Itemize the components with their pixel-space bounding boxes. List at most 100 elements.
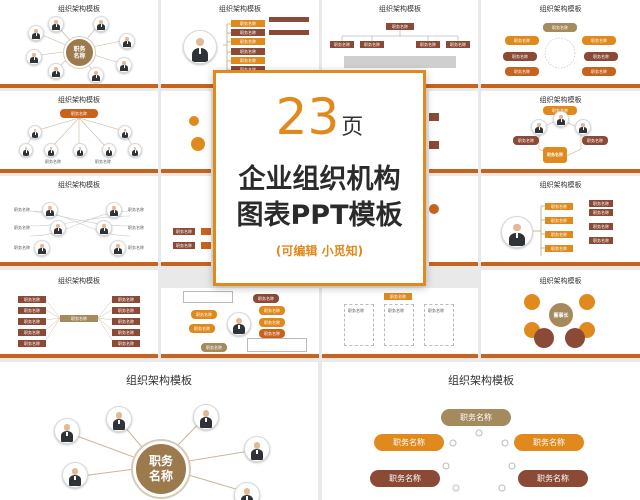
- role-box: 职务名称: [112, 340, 140, 347]
- role-box: 职务名称: [330, 41, 354, 48]
- role-box: 职务名称: [589, 223, 613, 230]
- role-pill: 职务名称: [513, 136, 539, 145]
- person-avatar: [553, 111, 569, 127]
- person-avatar: [116, 57, 132, 73]
- role-box: 职务名称: [112, 296, 140, 303]
- person-avatar: [54, 418, 80, 444]
- slide-accent-bar: [161, 262, 211, 266]
- dotted-ring: [442, 429, 516, 492]
- person-avatar: [531, 119, 547, 135]
- person-avatar: [93, 16, 109, 32]
- role-box: 职务名称: [386, 23, 414, 30]
- person-avatar: [48, 16, 64, 32]
- role-box: 职务名称: [416, 41, 440, 48]
- role-box: 职务名称: [231, 38, 265, 45]
- role-node: [429, 204, 439, 214]
- slide-accent-bar: [161, 354, 319, 358]
- role-pill: 职务名称: [259, 329, 285, 338]
- role-pill: 职务名称: [441, 409, 511, 426]
- page-count-unit: 页: [341, 115, 364, 140]
- person-avatar: [88, 67, 104, 83]
- role-box: 职务名称: [231, 20, 265, 27]
- person-avatar: [106, 406, 132, 432]
- role-box: 职务名称: [545, 245, 573, 252]
- role-pill: 职务名称: [582, 36, 616, 45]
- slide-accent-bar: [429, 169, 478, 173]
- slide-thumb-8[interactable]: 组织架构模板 职务名称 职务名称 职务名称 职务名称: [481, 91, 640, 173]
- slide-thumb-7[interactable]: [429, 91, 478, 173]
- slide-thumb-12[interactable]: 组织架构模板 职务名称 职务名称 职务名称 职务名称 职务名称 职务名称 职务名…: [481, 176, 640, 266]
- slide-accent-bar: [481, 354, 640, 358]
- slide-title: 组织架构模板: [219, 5, 261, 13]
- role-bar: [269, 17, 309, 22]
- role-box: 职务名称: [360, 41, 384, 48]
- slide-title: 组织架构模板: [539, 277, 582, 285]
- role-box: 职务名称: [231, 57, 265, 64]
- person-avatar: [50, 220, 66, 236]
- role-bar: [269, 30, 309, 35]
- cover-title-line2: 图表PPT模板: [236, 200, 403, 231]
- slide-title: 组织架构模板: [539, 5, 582, 13]
- slide-thumb-18[interactable]: 组织架构模板 职务名称 职务名称 职务名称 职务名称 职务名称: [322, 362, 640, 500]
- slide-thumb-16[interactable]: 组织架构模板 董事长: [481, 270, 640, 358]
- connector-lines: [45, 299, 113, 341]
- slide-accent-bar: [0, 262, 158, 266]
- cover-subtitle: (可编辑 小觅知): [275, 244, 364, 258]
- slide-thumb-17[interactable]: 组织架构模板 职务名称: [0, 362, 318, 500]
- person-avatar: [575, 119, 591, 135]
- role-caption: 职务名称: [348, 308, 364, 313]
- person-avatar: [26, 49, 42, 65]
- role-caption: 职务名称: [95, 159, 111, 164]
- connector-lines: [24, 117, 135, 150]
- slide-thumb-15[interactable]: 职务名称 职务名称 职务名称 职务名称: [322, 288, 478, 358]
- slide-thumb-11[interactable]: [429, 176, 478, 266]
- slide-thumb-4[interactable]: 组织架构模板 职务名称 职务名称 职务名称 职务名称 职务名称 职务名称 职务名…: [481, 0, 640, 88]
- connector-lines: [29, 210, 131, 237]
- role-box: 职务名称: [589, 237, 613, 244]
- person-avatar: [110, 240, 126, 256]
- role-node: [191, 137, 205, 151]
- slide-title: 组织架构模板: [539, 181, 582, 189]
- slide-thumb-5[interactable]: 组织架构模板 职务名称 职务名称 职务名称: [0, 91, 158, 173]
- slide-thumb-9[interactable]: 组织架构模板 职务名称 职务名称 职务名称 职务名称 职务名称 职务名称: [0, 176, 158, 266]
- role-node: [534, 328, 554, 348]
- slide-thumb-6[interactable]: [161, 91, 211, 173]
- connector-lines: [341, 30, 459, 41]
- role-box: 职务名称: [18, 296, 46, 303]
- slide-title: 组织架构模板: [539, 96, 582, 104]
- role-node: [524, 294, 540, 310]
- slide-thumb-10[interactable]: 职务名称 职务名称: [161, 176, 211, 266]
- person-avatar: [244, 436, 270, 462]
- role-caption: 职务名称: [45, 159, 61, 164]
- role-bar: [429, 141, 439, 149]
- slide-thumb-13[interactable]: 组织架构模板 职务名称 职务名称 职务名称 职务名称 职务名称 职务名称 职务名…: [0, 270, 158, 358]
- role-box: 职务名称: [18, 329, 46, 336]
- slide-accent-bar: [481, 262, 640, 266]
- page-count: 23页: [216, 87, 423, 158]
- person-avatar: [42, 202, 58, 218]
- center-role-node: 职务名称: [133, 441, 189, 497]
- role-caption: 职务名称: [14, 207, 30, 212]
- person-avatar: [106, 202, 122, 218]
- role-box: 职务名称: [18, 318, 46, 325]
- person-avatar: [62, 462, 88, 488]
- note-box: [183, 291, 233, 303]
- role-box: [201, 242, 211, 249]
- slide-thumb-1[interactable]: 组织架构模板 职务名称: [0, 0, 158, 88]
- person-avatar: [73, 143, 87, 157]
- person-avatar: [183, 30, 217, 64]
- role-box: 职务名称: [112, 329, 140, 336]
- slide-title: 组织架构模板: [448, 374, 514, 387]
- role-pill: 职务名称: [584, 52, 618, 61]
- cover-card: 23页 企业组织机构 图表PPT模板 (可编辑 小觅知): [213, 70, 426, 286]
- slide-thumb-14[interactable]: 职务名称 职务名称 职务名称 职务名称 职务名称 职务名称 职务名称: [161, 288, 319, 358]
- center-role-node: 职务名称: [543, 147, 567, 163]
- slide-accent-bar: [0, 169, 158, 173]
- person-avatar: [119, 33, 135, 49]
- slide-accent-bar: [0, 84, 158, 88]
- connector-lines: [533, 205, 545, 256]
- role-box: 职务名称: [384, 293, 412, 300]
- group-box: [344, 304, 374, 346]
- role-box: 职务名称: [18, 340, 46, 347]
- role-caption: 职务名称: [14, 225, 30, 230]
